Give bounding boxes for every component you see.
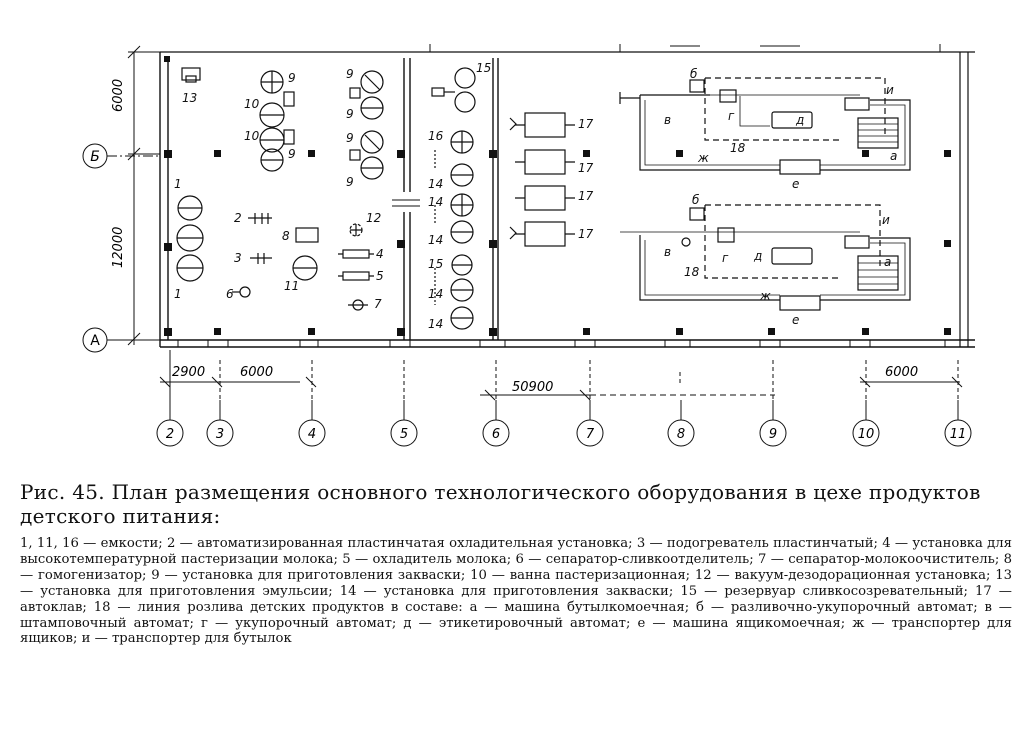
label-6: 6 xyxy=(226,287,234,301)
label-14: 14 xyxy=(428,233,443,247)
label-14: 14 xyxy=(428,317,443,331)
dim-2900: 2900 xyxy=(172,365,205,380)
partition-door xyxy=(392,199,420,207)
label-16: 16 xyxy=(428,129,444,143)
axis-col-5: 5 xyxy=(400,427,408,442)
axis-col-marker xyxy=(390,419,418,447)
axis-col-6: 6 xyxy=(492,427,500,442)
axis-col-7: 7 xyxy=(586,427,595,442)
dim-6000-right: 6000 xyxy=(885,365,918,380)
label-a: а xyxy=(884,255,891,269)
label-b: б xyxy=(690,67,698,81)
axis-col-marker xyxy=(667,419,695,447)
axis-a-label: А xyxy=(90,333,100,349)
partition-6 xyxy=(492,58,499,340)
label-12: 12 xyxy=(366,211,381,225)
label-e: е xyxy=(792,177,799,191)
label-9: 9 xyxy=(346,175,354,189)
label-4: 4 xyxy=(376,247,384,261)
label-1: 1 xyxy=(174,287,182,301)
axis-col-marker xyxy=(576,419,604,447)
label-18: 18 xyxy=(684,265,700,279)
dim-6000-vertical: 6000 xyxy=(111,79,126,112)
axis-col-marker xyxy=(759,419,787,447)
label-17: 17 xyxy=(578,227,594,241)
axis-col-11: 11 xyxy=(950,427,967,442)
dim-12000-vertical: 12000 xyxy=(111,227,126,268)
label-18: 18 xyxy=(730,141,746,155)
label-g: г xyxy=(728,109,735,123)
partition-5 xyxy=(403,58,411,340)
label-15: 15 xyxy=(428,257,443,271)
label-3: 3 xyxy=(234,251,242,265)
dim-50900: 50900 xyxy=(512,380,553,395)
bottling-line-upper xyxy=(619,77,911,175)
bottom-dimensions xyxy=(159,350,963,420)
label-e: е xyxy=(792,313,799,327)
label-d: д xyxy=(795,113,804,127)
label-14: 14 xyxy=(428,287,443,301)
label-i: и xyxy=(886,83,894,97)
axis-col-9: 9 xyxy=(769,427,777,442)
autoclaves xyxy=(509,112,575,247)
label-9: 9 xyxy=(346,131,354,145)
label-2: 2 xyxy=(234,211,242,225)
label-9: 9 xyxy=(288,71,296,85)
label-8: 8 xyxy=(282,229,290,243)
equipment-room-2 xyxy=(431,67,476,330)
label-g: г xyxy=(722,251,729,265)
label-15: 15 xyxy=(476,61,491,75)
dim-6000: 6000 xyxy=(240,365,273,380)
label-zh: ж xyxy=(697,151,709,165)
label-9: 9 xyxy=(288,147,296,161)
caption-title: Рис. 45. План размещения основного техно… xyxy=(20,480,981,528)
caption-legend: 1, 11, 16 — емкости; 2 — автоматизирован… xyxy=(20,536,1012,647)
label-17: 17 xyxy=(578,189,594,203)
figure-caption: Рис. 45. План размещения основного техно… xyxy=(20,480,1012,647)
label-v: в xyxy=(664,245,671,259)
label-a: а xyxy=(890,149,897,163)
axis-b-label: Б xyxy=(90,149,100,165)
label-v: в xyxy=(664,113,671,127)
axis-col-8: 8 xyxy=(677,427,685,442)
label-9: 9 xyxy=(346,67,354,81)
label-13: 13 xyxy=(182,91,197,105)
axis-col-marker xyxy=(206,419,234,447)
label-zh: ж xyxy=(759,289,771,303)
outer-wall-left xyxy=(159,52,169,347)
axis-col-marker xyxy=(482,419,510,447)
label-17: 17 xyxy=(578,117,594,131)
vertical-dimension xyxy=(127,45,160,346)
label-9: 9 xyxy=(346,107,354,121)
label-11: 11 xyxy=(284,279,299,293)
structural-columns xyxy=(164,56,951,336)
label-7: 7 xyxy=(374,297,382,311)
axis-col-2: 2 xyxy=(166,427,174,442)
label-14: 14 xyxy=(428,195,443,209)
outer-wall-bottom xyxy=(160,339,975,348)
label-1: 1 xyxy=(174,177,182,191)
outer-wall-right xyxy=(959,52,969,347)
label-i: и xyxy=(882,213,890,227)
label-b: б xyxy=(692,193,700,207)
axis-col-marker xyxy=(298,419,326,447)
axis-col-4: 4 xyxy=(308,427,316,442)
label-d: д xyxy=(753,249,762,263)
label-10: 10 xyxy=(244,97,260,111)
label-14: 14 xyxy=(428,177,443,191)
bottling-line-lower xyxy=(620,204,911,311)
axis-col-3: 3 xyxy=(216,427,224,442)
axis-col-10: 10 xyxy=(858,427,875,442)
axis-col-marker xyxy=(944,419,972,447)
axis-col-marker xyxy=(852,419,880,447)
label-5: 5 xyxy=(376,269,384,283)
axis-col-marker xyxy=(156,419,184,447)
floor-plan: 6000 12000 Б А 2900 6000 50900 6000 2 3 … xyxy=(82,44,975,447)
label-17: 17 xyxy=(578,161,594,175)
equipment-room-1 xyxy=(176,67,384,311)
label-10: 10 xyxy=(244,129,260,143)
